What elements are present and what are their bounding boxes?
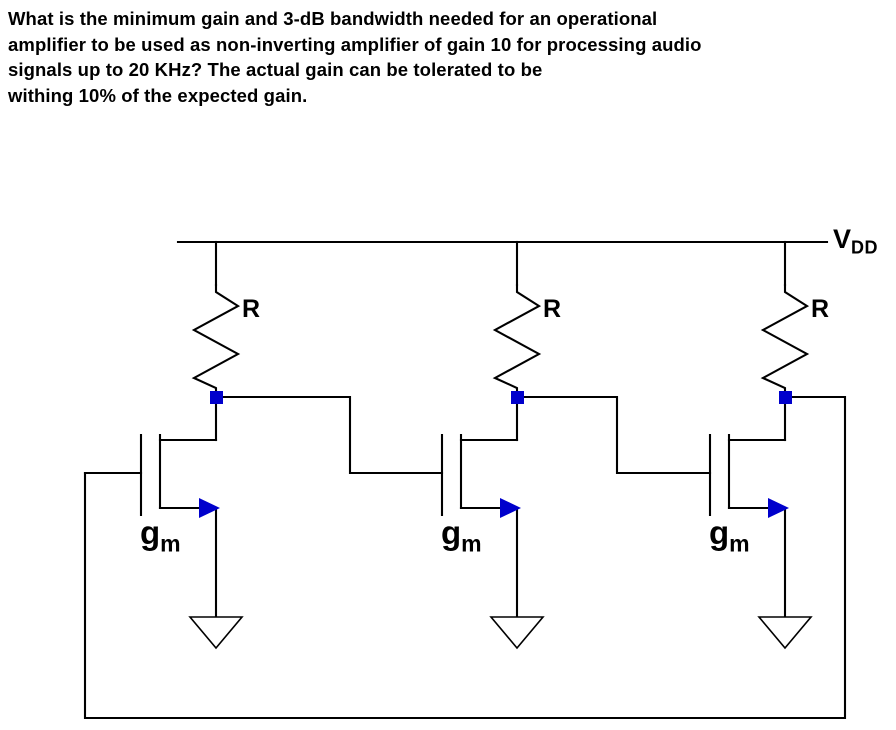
stage2-ground-symbol	[489, 616, 545, 650]
stage1-output-node	[210, 391, 223, 404]
stage1-gm-subscript: m	[160, 530, 181, 557]
stage3-ground-symbol	[757, 616, 813, 650]
vdd-label: VDD	[833, 224, 879, 258]
stage2-gm-label: gm	[441, 516, 482, 556]
stage3-gm-label: gm	[709, 516, 750, 556]
stage1-gm-main: g	[140, 514, 161, 551]
stage1-current-arrow-icon	[199, 498, 220, 518]
stage2-resistor	[492, 283, 542, 399]
question-line-1: What is the minimum gain and 3-dB bandwi…	[8, 8, 658, 29]
question-line-2: amplifier to be used as non-inverting am…	[8, 33, 702, 55]
stage3-output-node	[779, 391, 792, 404]
question-line-4: withing 10% of the expected gain.	[8, 84, 308, 106]
stage2-gm-subscript: m	[461, 530, 482, 557]
feedback-loop-wire	[83, 395, 847, 720]
stage1-output-route	[220, 395, 444, 475]
stage2-resistor-label: R	[543, 295, 562, 323]
stage1-ground-symbol	[188, 616, 244, 650]
stage1-gm-label: gm	[140, 516, 181, 556]
stage3-resistor-label: R	[811, 295, 830, 323]
stage3-current-arrow-icon	[768, 498, 789, 518]
stage2-output-node	[511, 391, 524, 404]
stage2-current-arrow-icon	[500, 498, 521, 518]
stage3-resistor	[760, 283, 810, 399]
stage3-gm-main: g	[709, 514, 730, 551]
question-text: What is the minimum gain and 3-dB bandwi…	[8, 6, 888, 108]
vdd-label-main: V	[833, 224, 852, 254]
stage1-resistor	[191, 283, 241, 399]
question-line-3: signals up to 20 KHz? The actual gain ca…	[8, 59, 543, 80]
stage2-gm-main: g	[441, 514, 462, 551]
stage1-resistor-label: R	[242, 295, 261, 323]
vdd-label-subscript: DD	[851, 237, 879, 258]
stage3-gm-subscript: m	[729, 530, 750, 557]
stage2-output-route	[521, 395, 712, 475]
